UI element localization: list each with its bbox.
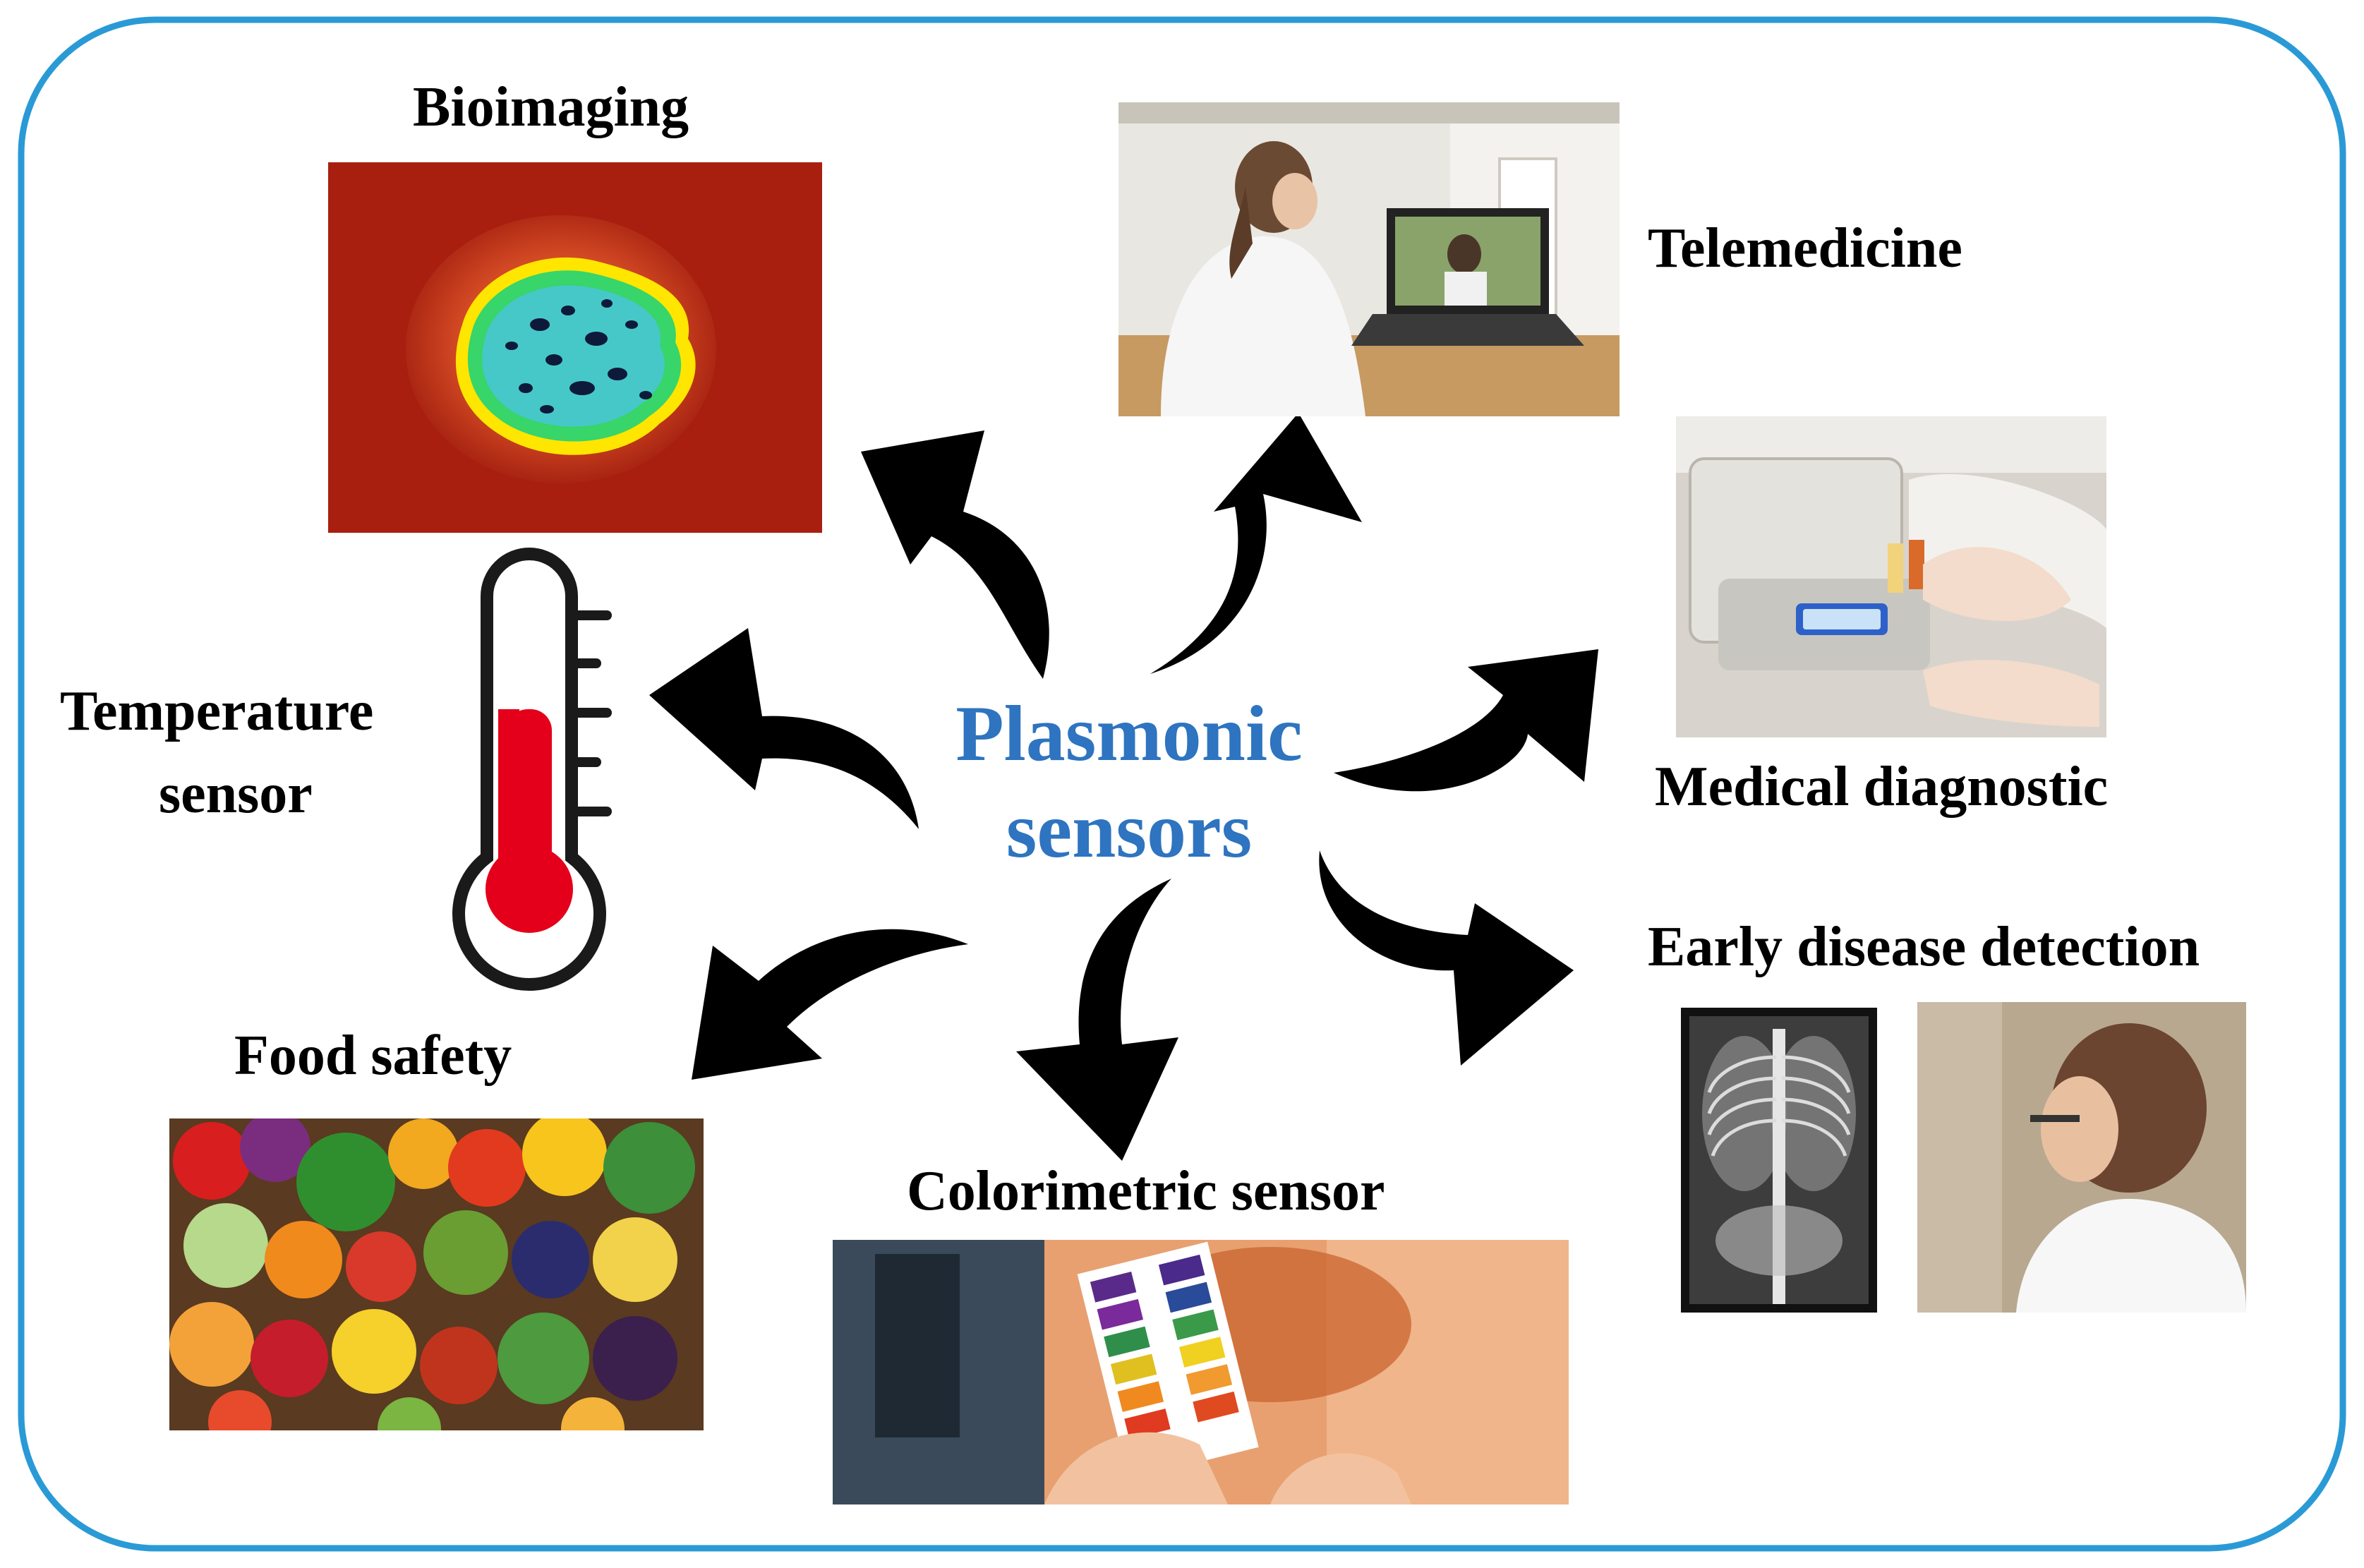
colorimetric-sensor-label: Colorimetric sensor: [907, 1160, 1385, 1222]
center-title: Plasmonic sensors: [917, 686, 1341, 879]
telemedicine-label: Telemedicine: [1648, 217, 1962, 279]
arrow-to-temperature-icon: [649, 628, 919, 829]
xray-image: [1681, 1008, 1877, 1313]
doctor-image: [1917, 1002, 2246, 1313]
arrow-to-medical-diagnostic-icon: [1334, 649, 1598, 792]
medical-diagnostic-image: [1676, 416, 2106, 737]
arrow-to-colorimetric-icon: [1016, 879, 1178, 1161]
temperature-label-line2: sensor: [159, 763, 313, 825]
food-safety-image: [169, 1118, 704, 1430]
bioimaging-label: Bioimaging: [413, 76, 689, 138]
medical-diagnostic-label: Medical diagnostic: [1655, 756, 2109, 818]
early-disease-detection-label: Early disease detection: [1648, 916, 2200, 978]
arrow-to-early-disease-icon: [1319, 850, 1574, 1066]
center-title-line1: Plasmonic: [955, 690, 1303, 778]
bioimaging-image: [328, 162, 822, 533]
thermometer-icon: [452, 548, 612, 991]
temperature-label-line1: Temperature: [60, 680, 374, 742]
arrow-to-telemedicine-icon: [1150, 413, 1362, 674]
arrow-to-bioimaging-icon: [861, 430, 1049, 679]
rounded-frame: [18, 16, 2346, 1552]
food-safety-label: Food safety: [234, 1025, 512, 1087]
center-title-line2: sensors: [1006, 786, 1253, 874]
telemedicine-image: [1118, 102, 1620, 416]
colorimetric-sensor-image: [833, 1240, 1569, 1504]
arrow-to-food-safety-icon: [692, 929, 968, 1080]
